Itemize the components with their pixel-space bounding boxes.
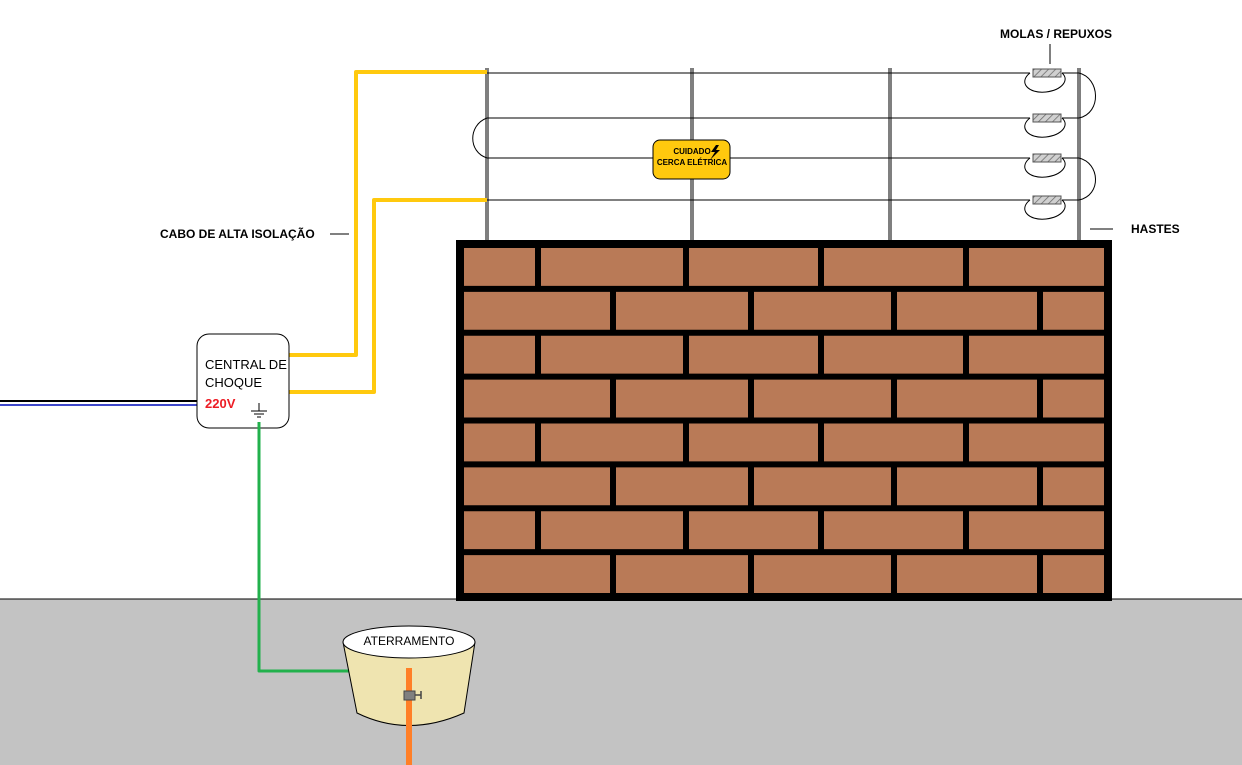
brick bbox=[541, 248, 683, 286]
brick bbox=[824, 511, 963, 550]
brick bbox=[969, 335, 1104, 374]
fence-wires bbox=[472, 72, 1096, 220]
brick bbox=[464, 291, 610, 330]
spring bbox=[1032, 68, 1062, 78]
brick bbox=[897, 555, 1037, 593]
wire-loop bbox=[1078, 72, 1096, 119]
brick bbox=[754, 379, 891, 418]
warning-sign bbox=[652, 139, 731, 180]
brick bbox=[1043, 467, 1104, 506]
spring-arc bbox=[1024, 117, 1066, 138]
brick bbox=[969, 423, 1104, 462]
spring-arc bbox=[1024, 199, 1066, 220]
voltage-label: 220V bbox=[205, 396, 236, 411]
spring-arc bbox=[1024, 157, 1066, 178]
fence-posts bbox=[485, 68, 1081, 241]
brick bbox=[541, 511, 683, 550]
brick bbox=[824, 335, 963, 374]
brick bbox=[824, 423, 963, 462]
brick bbox=[689, 423, 818, 462]
warning-line1: CUIDADO bbox=[673, 147, 711, 156]
central-label-line1: CENTRAL DE bbox=[205, 357, 287, 372]
warning-line2: CERCA ELÉTRICA bbox=[656, 158, 728, 167]
ground-symbol bbox=[251, 403, 267, 418]
wire-loop bbox=[1078, 157, 1096, 201]
brick bbox=[464, 555, 610, 593]
brick bbox=[464, 379, 610, 418]
brick-wall bbox=[456, 240, 1112, 601]
brick bbox=[689, 511, 818, 550]
brick bbox=[1043, 555, 1104, 593]
brick bbox=[897, 291, 1037, 330]
brick bbox=[897, 467, 1037, 506]
brick bbox=[754, 291, 891, 330]
grounding-label: ATERRAMENTO bbox=[363, 634, 455, 648]
brick bbox=[616, 291, 748, 330]
central-box bbox=[196, 333, 290, 429]
brick bbox=[689, 335, 818, 374]
spring bbox=[1032, 153, 1062, 163]
brick bbox=[969, 511, 1104, 550]
yellow-cable-bottom bbox=[289, 198, 487, 394]
lightning-icon bbox=[710, 145, 720, 160]
brick bbox=[464, 248, 535, 286]
springs-label: MOLAS / REPUXOS bbox=[1000, 27, 1113, 41]
brick bbox=[824, 248, 963, 286]
spring bbox=[1032, 195, 1062, 205]
central-label: CENTRAL DE CHOQUE bbox=[205, 356, 289, 392]
brick bbox=[1043, 379, 1104, 418]
brick bbox=[616, 379, 748, 418]
brick bbox=[616, 467, 748, 506]
yellow-cable-top bbox=[289, 70, 487, 357]
brick bbox=[464, 511, 535, 550]
ground-area bbox=[0, 599, 1242, 765]
rod-clamp bbox=[403, 690, 422, 701]
spring bbox=[1032, 113, 1062, 123]
brick bbox=[1043, 291, 1104, 330]
warning-text: CUIDADO CERCA ELÉTRICA bbox=[652, 146, 732, 168]
brick bbox=[464, 335, 535, 374]
wire-loop bbox=[472, 117, 488, 159]
brick bbox=[464, 467, 610, 506]
brick bbox=[541, 423, 683, 462]
brick bbox=[754, 555, 891, 593]
central-label-line2: CHOQUE bbox=[205, 375, 263, 390]
brick bbox=[897, 379, 1037, 418]
brick bbox=[754, 467, 891, 506]
brick bbox=[616, 555, 748, 593]
spring-arc bbox=[1024, 72, 1066, 93]
brick bbox=[689, 248, 818, 286]
springs bbox=[1032, 68, 1062, 205]
brick bbox=[541, 335, 683, 374]
ground-pit-rim bbox=[342, 625, 476, 659]
brick bbox=[464, 423, 535, 462]
posts-label: HASTES bbox=[1131, 222, 1180, 236]
brick bbox=[969, 248, 1104, 286]
cable-label: CABO DE ALTA ISOLAÇÃO bbox=[160, 227, 315, 241]
